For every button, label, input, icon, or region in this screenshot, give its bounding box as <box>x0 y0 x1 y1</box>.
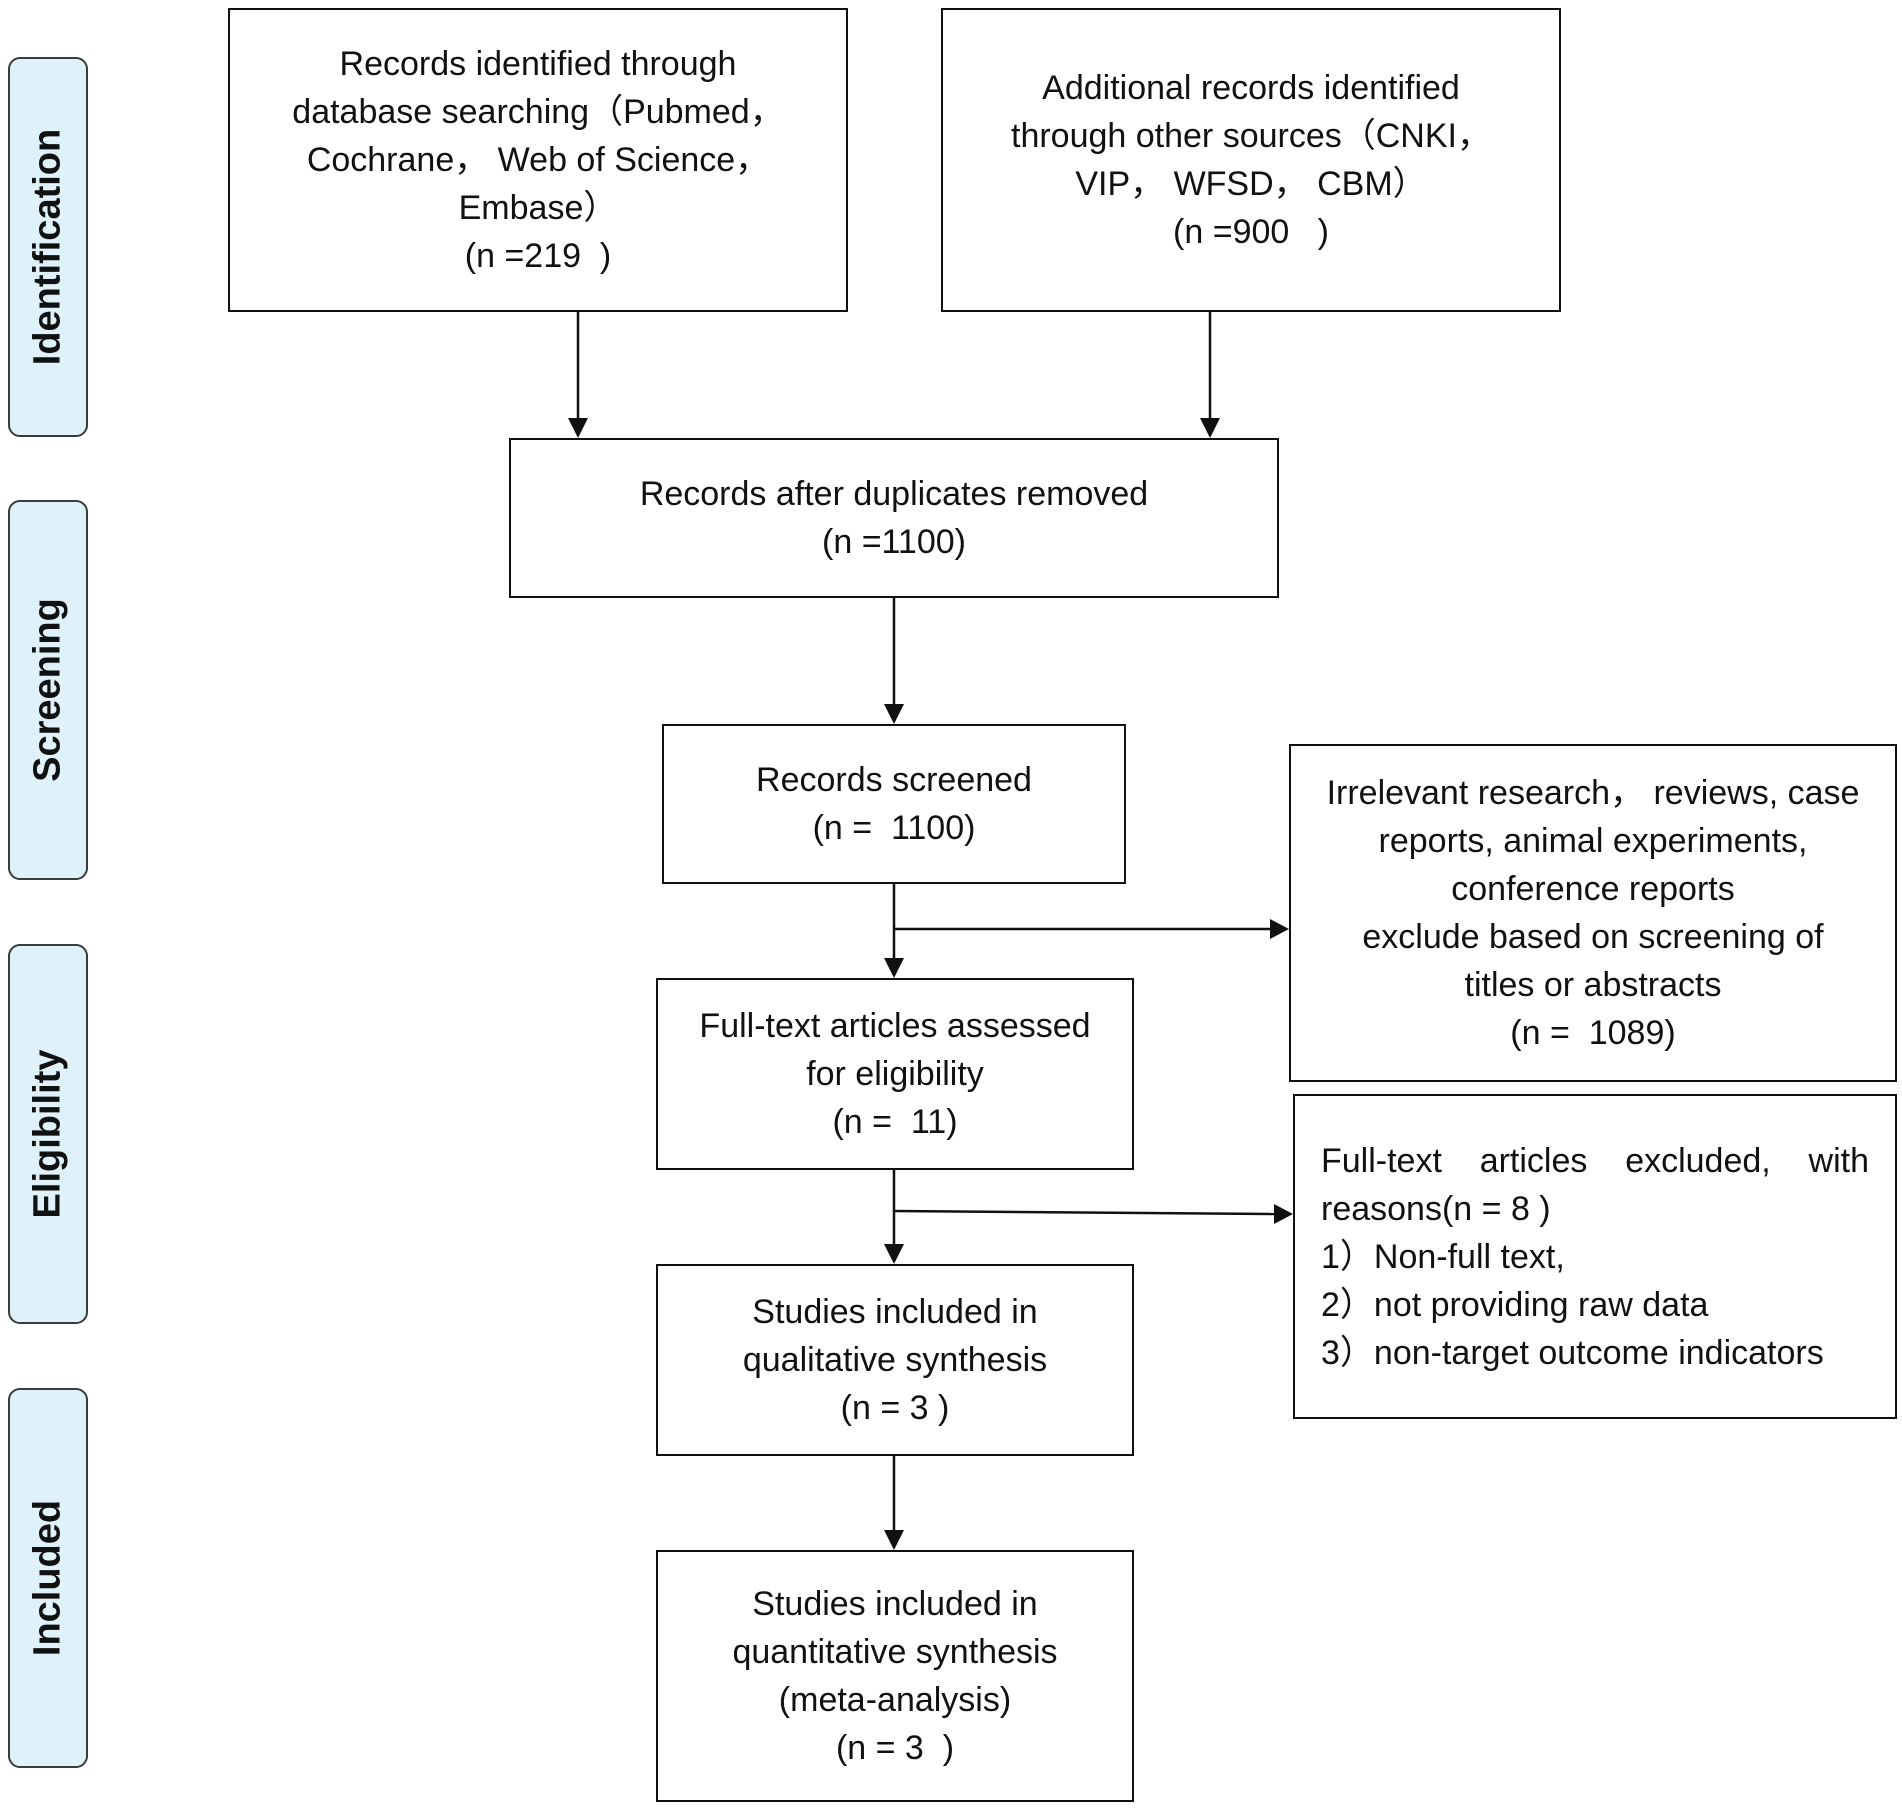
box-line: database searching（Pubmed， <box>292 93 784 131</box>
box-line: Records screened <box>756 761 1032 799</box>
heading-word: with <box>1808 1141 1869 1180</box>
exclusion-heading: Full-text articles excluded, with <box>1321 1137 1869 1185</box>
heading-word: Full-text <box>1321 1141 1442 1180</box>
heading-word: articles <box>1479 1141 1588 1180</box>
arrowhead <box>1270 919 1289 939</box>
box-line: Embase） <box>458 189 618 227</box>
phase-screening: Screening <box>8 500 88 880</box>
box-line: quantitative synthesis <box>732 1633 1058 1671</box>
box-line: (n =900 ) <box>1173 213 1329 251</box>
box-line: 2）not providing raw data <box>1321 1285 1709 1324</box>
database-search-box: Records identified through database sear… <box>228 8 848 312</box>
box-line: Cochrane， Web of Science， <box>306 141 770 179</box>
after-duplicates-box: Records after duplicates removed (n =110… <box>509 438 1279 598</box>
box-line: Records after duplicates removed <box>639 475 1149 513</box>
box-line: titles or abstracts <box>1464 966 1722 1004</box>
phase-included: Included <box>8 1388 88 1768</box>
qualitative-synthesis-box: Studies included in qualitative synthesi… <box>656 1264 1134 1456</box>
box-line: for eligibility <box>806 1055 984 1093</box>
box-line: Irrelevant research， reviews, case <box>1326 774 1860 812</box>
box-line: qualitative synthesis <box>742 1341 1048 1379</box>
full-text-exclusion-box: Full-text articles excluded, with reason… <box>1293 1094 1897 1419</box>
box-line: (n = 3 ) <box>840 1389 950 1427</box>
box-line: (meta-analysis) <box>778 1681 1012 1719</box>
box-line: 1）Non-full text, <box>1321 1237 1565 1276</box>
box-line: (n = 11) <box>832 1103 958 1141</box>
box-line: (n = 3 ) <box>835 1729 955 1767</box>
screening-exclusion-box: Irrelevant research， reviews, case repor… <box>1289 744 1897 1082</box>
phase-identification: Identification <box>8 57 88 437</box>
arrowhead <box>568 418 588 438</box>
box-line: Studies included in <box>752 1585 1038 1623</box>
box-line: (n = 1089) <box>1510 1014 1676 1052</box>
arrowhead <box>884 704 904 724</box>
box-line: Records identified through <box>339 45 737 83</box>
box-line: (n =219 ) <box>464 237 612 275</box>
full-text-assessed-box: Full-text articles assessed for eligibil… <box>656 978 1134 1170</box>
phase-eligibility: Eligibility <box>8 944 88 1324</box>
arrowhead <box>884 958 904 978</box>
arrow-fulltext-to-exclusion <box>893 1209 1275 1216</box>
arrowhead <box>884 1244 904 1264</box>
box-line: reports, animal experiments, <box>1378 822 1808 860</box>
box-line: 3）non-target outcome indicators <box>1321 1333 1824 1372</box>
box-line: through other sources（CNKI， <box>1011 117 1491 155</box>
box-line: Studies included in <box>752 1293 1038 1331</box>
arrowhead <box>884 1530 904 1550</box>
arrowhead <box>1200 418 1220 438</box>
box-line: Full-text articles assessed <box>699 1007 1091 1045</box>
records-screened-box: Records screened (n = 1100) <box>662 724 1126 884</box>
box-line: exclude based on screening of <box>1362 918 1824 956</box>
heading-word: excluded, <box>1625 1141 1771 1180</box>
box-line: conference reports <box>1451 870 1735 908</box>
other-sources-box: Additional records identified through ot… <box>941 8 1561 312</box>
box-line: Additional records identified <box>1042 69 1460 107</box>
box-line: reasons(n = 8 ) <box>1321 1189 1551 1228</box>
arrowhead <box>1274 1204 1293 1224</box>
box-line: (n =1100) <box>822 523 966 561</box>
box-line: (n = 1100) <box>812 809 976 847</box>
quantitative-synthesis-box: Studies included in quantitative synthes… <box>656 1550 1134 1802</box>
box-line: VIP， WFSD， CBM） <box>1075 165 1427 203</box>
